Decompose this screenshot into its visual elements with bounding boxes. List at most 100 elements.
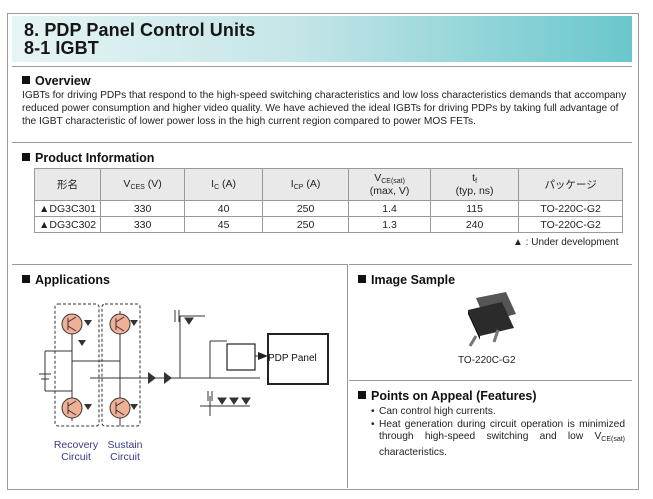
bullet-square-icon — [22, 153, 30, 161]
applications-section — [12, 264, 348, 488]
overview-heading: Overview — [22, 74, 91, 88]
table-cell: 250 — [262, 216, 350, 233]
table-cell: 250 — [262, 200, 350, 217]
diode-icon — [164, 372, 172, 384]
diode-icon — [84, 404, 92, 410]
page-header: 8. PDP Panel Control Units 8-1 IGBT — [12, 16, 632, 62]
col-header-text: V — [123, 178, 131, 190]
development-note: ▲ : Under development — [513, 237, 619, 248]
recovery-label-line2: Circuit — [61, 451, 91, 463]
table-cell: ▲DG3C302 — [33, 216, 102, 233]
sustain-circuit-label: Sustain Circuit — [99, 439, 151, 463]
list-item-text-end: characteristics. — [379, 446, 447, 458]
bullet-square-icon — [22, 275, 30, 283]
table-cell: 330 — [100, 216, 186, 233]
sustain-label-line2: Circuit — [110, 451, 140, 463]
list-item: Can control high currents. — [371, 406, 625, 419]
table-cell: TO-220C-G2 — [518, 216, 624, 233]
col-header-vcesat: VCE(sat)(max, V) — [348, 168, 432, 201]
col-header-tf: tf(typ, ns) — [430, 168, 520, 201]
pdp-panel-box — [267, 333, 329, 385]
table-header-row: 形名 VCES (V) IC (A) ICP (A) VCE(sat)(max,… — [33, 168, 624, 201]
sustain-circuit-box — [101, 303, 141, 427]
table-cell: TO-220C-G2 — [518, 200, 624, 217]
col-header-unit: (A) — [219, 178, 237, 190]
pdp-panel-label: PDP Panel — [268, 353, 317, 364]
col-header-icp: ICP (A) — [262, 168, 350, 201]
sustain-label-line1: Sustain — [107, 439, 143, 451]
col-header-text: t — [472, 172, 476, 184]
col-header-text: I — [211, 178, 215, 190]
circuit-diagram — [39, 303, 329, 427]
col-header-model: 形名 — [33, 168, 102, 201]
arrow-icon — [258, 352, 268, 360]
image-sample-heading: Image Sample — [358, 273, 455, 287]
col-header-unit: (typ, ns) — [455, 185, 494, 197]
driver-box — [226, 343, 256, 371]
col-header-unit: (A) — [303, 178, 321, 190]
col-header-text: 形名 — [57, 179, 79, 191]
col-header-vces: VCES (V) — [100, 168, 186, 201]
transistor-icon — [109, 313, 131, 335]
list-item-text: Can control high currents. — [379, 406, 496, 417]
col-header-unit: (V) — [144, 178, 162, 190]
product-heading: Product Information — [22, 151, 154, 165]
col-header-package: パッケージ — [518, 168, 624, 201]
diode-icon — [148, 372, 156, 384]
points-section — [349, 380, 632, 488]
product-heading-text: Product Information — [35, 151, 155, 165]
package-image — [468, 292, 516, 347]
applications-heading: Applications — [22, 273, 110, 287]
table-row: ▲DG3C302 330 45 250 1.3 240 TO-220C-G2 — [33, 216, 624, 233]
table-cell: 1.4 — [348, 200, 432, 217]
recovery-circuit-label: Recovery Circuit — [48, 439, 104, 463]
mosfet-icon — [207, 391, 251, 405]
table-cell: 240 — [430, 216, 520, 233]
package-label: TO-220C-G2 — [458, 355, 516, 366]
product-table: 形名 VCES (V) IC (A) ICP (A) VCE(sat)(max,… — [33, 168, 624, 233]
list-item-text: Heat generation during circuit operation… — [379, 418, 625, 443]
points-list: Can control high currents. Heat generati… — [371, 406, 625, 459]
recovery-circuit-box — [54, 303, 100, 427]
table-cell: 115 — [430, 200, 520, 217]
page-subtitle: 8-1 IGBT — [24, 38, 99, 58]
col-header-text: V — [374, 172, 382, 184]
diode-icon — [130, 320, 138, 326]
diode-icon — [130, 404, 138, 410]
image-sample-section — [349, 264, 632, 380]
mosfet-icon — [174, 310, 194, 325]
recovery-label-line1: Recovery — [53, 439, 99, 451]
col-header-sub: C — [214, 184, 220, 191]
points-heading: Points on Appeal (Features) — [358, 389, 537, 403]
image-sample-heading-text: Image Sample — [371, 273, 456, 287]
overview-section — [12, 66, 632, 140]
page-title: 8. PDP Panel Control Units — [24, 20, 256, 40]
col-header-sub: CP — [293, 184, 304, 191]
bullet-square-icon — [22, 76, 30, 84]
applications-heading-text: Applications — [35, 273, 111, 287]
table-cell: ▲DG3C301 — [33, 200, 102, 217]
list-item-sub: CE(sat) — [601, 436, 625, 443]
bullet-square-icon — [358, 391, 366, 399]
table-cell: 45 — [184, 216, 264, 233]
bullet-square-icon — [358, 275, 366, 283]
transistor-icon — [61, 397, 83, 419]
col-header-unit: (max, V) — [369, 185, 410, 197]
transistor-icon — [109, 397, 131, 419]
col-header-sub: f — [475, 178, 478, 185]
col-header-sub: CES — [130, 184, 145, 191]
col-header-text: パッケージ — [544, 179, 597, 191]
overview-heading-text: Overview — [35, 74, 91, 88]
table-cell: 40 — [184, 200, 264, 217]
diode-icon — [78, 340, 86, 346]
list-item: Heat generation during circuit operation… — [371, 419, 625, 460]
diode-icon — [84, 320, 92, 326]
col-header-sub: CE(sat) — [381, 178, 405, 185]
table-cell: 1.3 — [348, 216, 432, 233]
table-cell: 330 — [100, 200, 186, 217]
col-header-text: I — [290, 178, 294, 190]
col-header-ic: IC (A) — [184, 168, 264, 201]
overview-text: IGBTs for driving PDPs that respond to t… — [22, 90, 627, 127]
product-section — [12, 142, 632, 262]
transistor-icon — [61, 313, 83, 335]
